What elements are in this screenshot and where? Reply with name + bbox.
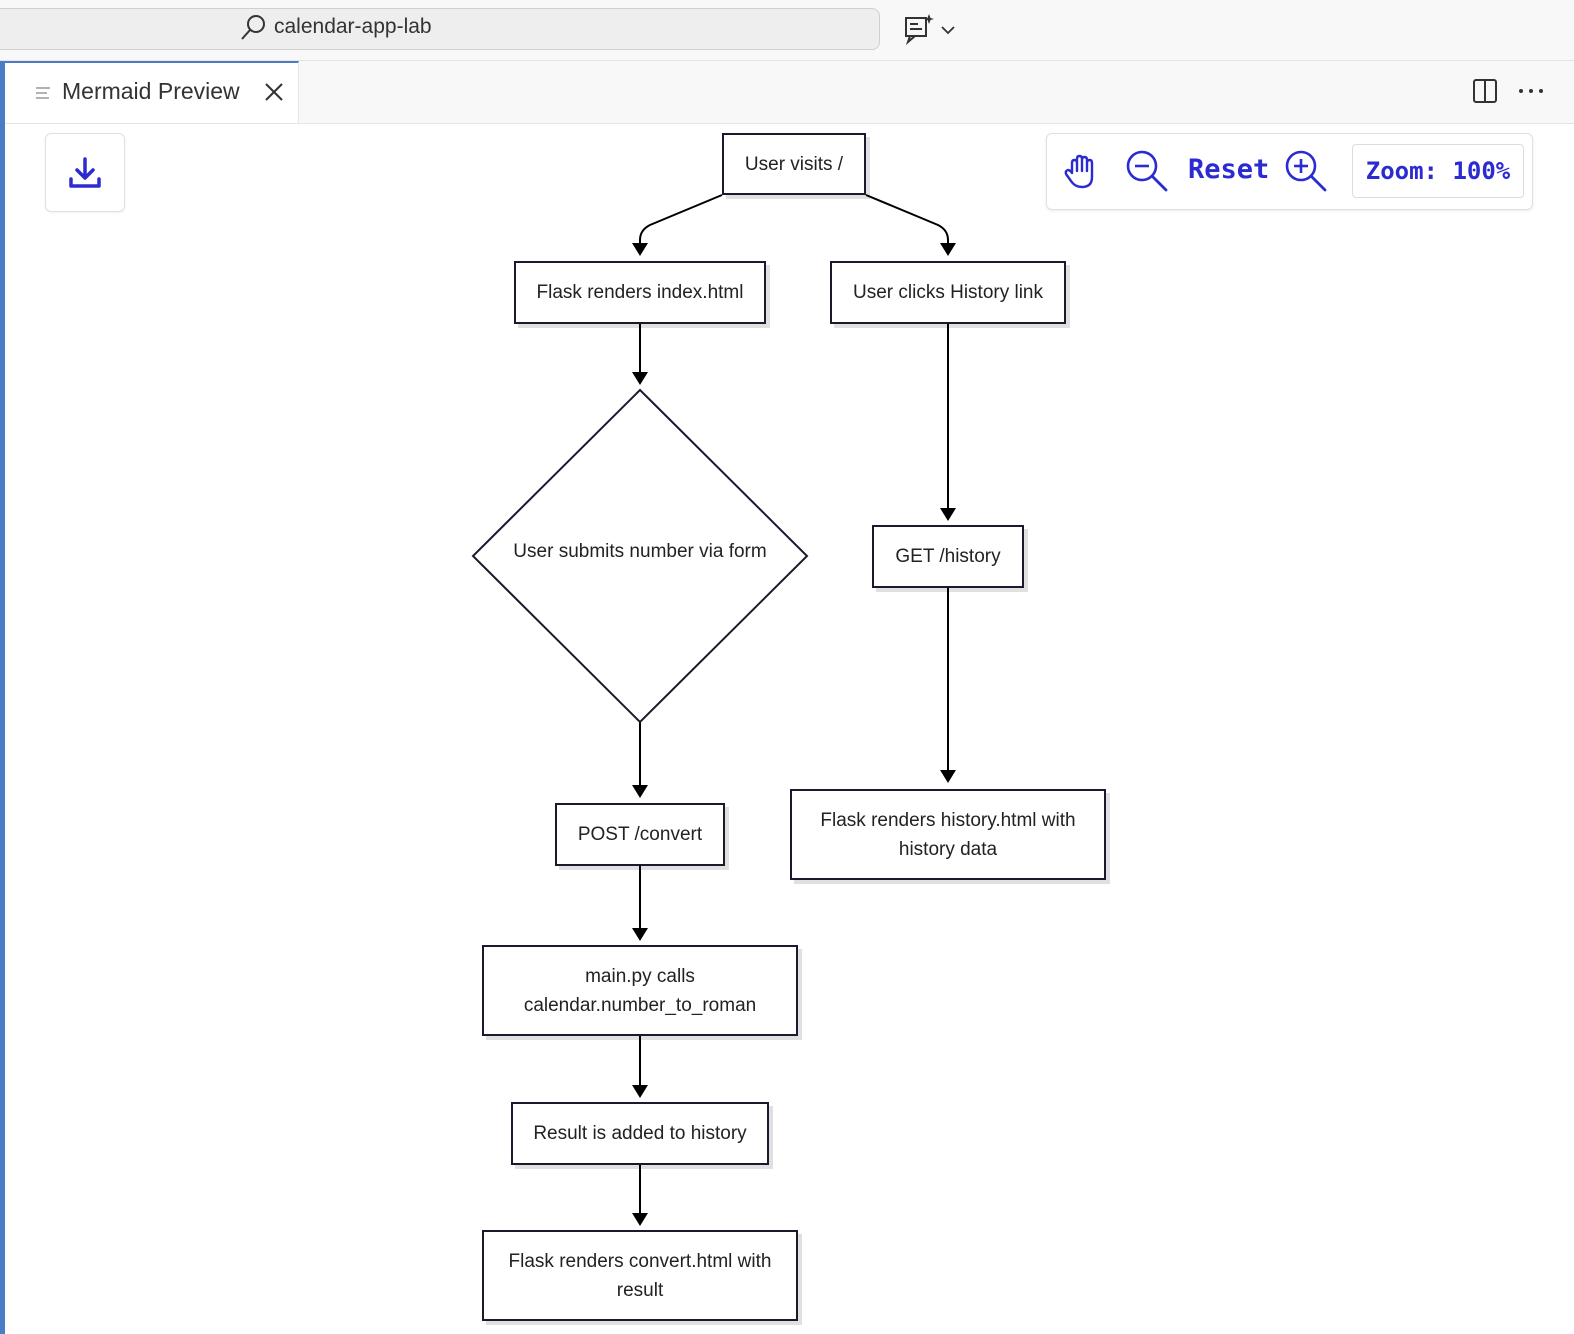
node-flask-index: Flask renders index.html — [514, 261, 766, 324]
arrowhead — [632, 785, 648, 798]
node-main-calls: main.py calls calendar.number_to_roman — [482, 945, 798, 1036]
node-history-render: Flask renders history.html with history … — [790, 789, 1106, 880]
zoom-level-label: Zoom: 100% — [1365, 157, 1511, 185]
arrowhead — [632, 928, 648, 941]
more-icon[interactable] — [1516, 78, 1546, 104]
arrowhead — [940, 243, 956, 256]
node-result-added: Result is added to history — [511, 1102, 769, 1165]
title-bar: calendar-app-lab — [0, 0, 1574, 61]
decision-diamond-shape — [471, 388, 809, 724]
arrowhead — [940, 508, 956, 521]
reset-button[interactable]: Reset — [1188, 154, 1270, 185]
arrowhead — [632, 243, 648, 256]
zoom-in-icon[interactable] — [1284, 149, 1328, 193]
tab-mermaid-preview[interactable]: Mermaid Preview — [5, 61, 299, 123]
zoom-level-display: Zoom: 100% — [1352, 144, 1524, 198]
list-icon — [36, 87, 50, 99]
hand-pan-icon[interactable] — [1062, 151, 1102, 191]
node-get-history: GET /history — [872, 525, 1024, 588]
arrowhead — [632, 1085, 648, 1098]
arrowhead — [632, 1213, 648, 1226]
download-button[interactable] — [45, 133, 125, 212]
search-icon — [241, 15, 265, 40]
search-text[interactable]: calendar-app-lab — [274, 15, 432, 38]
chevron-down-icon — [941, 26, 955, 35]
close-icon[interactable] — [263, 81, 285, 103]
arrowhead — [940, 770, 956, 783]
zoom-out-icon[interactable] — [1125, 149, 1169, 193]
chat-sparkle-icon — [905, 14, 934, 46]
node-convert-render: Flask renders convert.html with result — [482, 1230, 798, 1321]
split-editor-icon[interactable] — [1472, 78, 1498, 104]
node-post-convert: POST /convert — [555, 803, 725, 866]
zoom-toolbar: Reset Zoom: 100% — [1046, 133, 1533, 210]
tab-label: Mermaid Preview — [62, 78, 240, 104]
download-icon — [69, 157, 101, 188]
command-center-search[interactable] — [0, 8, 880, 50]
node-submit-form: User submits number via form — [513, 541, 767, 562]
arrowhead — [632, 372, 648, 385]
node-history-link: User clicks History link — [830, 261, 1066, 324]
edge-visits-to-history-link — [865, 194, 949, 246]
editor-left-border — [0, 61, 5, 1334]
chat-button[interactable] — [902, 12, 960, 46]
edge-visits-to-index — [639, 194, 723, 246]
node-user-visits: User visits / — [722, 133, 866, 195]
